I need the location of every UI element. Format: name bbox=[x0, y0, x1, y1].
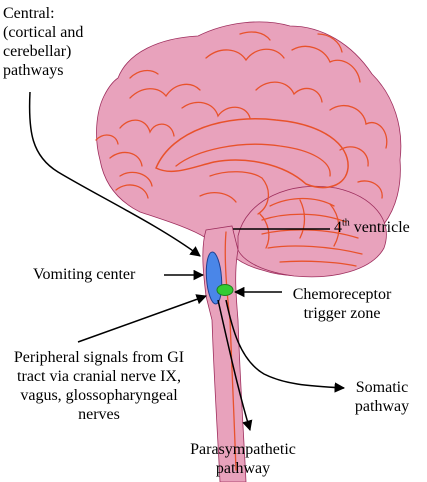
peripheral-line-1: Peripheral signals from GI bbox=[13, 349, 185, 366]
somatic-pathway-arrow bbox=[225, 299, 346, 393]
somatic-line-1: Somatic bbox=[355, 379, 409, 396]
peripheral-line-3: vagus, glossopharyngeal bbox=[20, 387, 178, 404]
peripheral-signals-arrow bbox=[77, 294, 207, 343]
gyri-lines bbox=[95, 31, 388, 471]
ctz-line-2: trigger zone bbox=[303, 305, 381, 322]
ctz-label: Chemoreceptor trigger zone bbox=[286, 285, 398, 323]
central-pathway-arrow bbox=[28, 91, 201, 257]
central-line-1: Central: bbox=[3, 5, 55, 22]
central-line-3: cerebellar) bbox=[3, 43, 72, 60]
fourth-ventricle-superscript: th bbox=[342, 217, 350, 229]
brain-illustration bbox=[95, 21, 402, 482]
parasympathetic-line-1: Parasympathetic bbox=[190, 441, 296, 458]
fourth-ventricle-label: 4th ventricle bbox=[334, 218, 410, 237]
central-line-2: (cortical and bbox=[3, 24, 84, 41]
peripheral-line-4: nerves bbox=[78, 406, 120, 423]
peripheral-signals-label: Peripheral signals from GI tract via cra… bbox=[2, 348, 196, 424]
parasympathetic-pathway-label: Parasympathetic pathway bbox=[178, 440, 308, 478]
arrows bbox=[28, 91, 346, 432]
fourth-ventricle-number: 4 bbox=[334, 219, 342, 236]
parasympathetic-line-2: pathway bbox=[215, 460, 271, 477]
central-line-4: pathways bbox=[3, 62, 64, 79]
ctz-line-1: Chemoreceptor bbox=[292, 286, 392, 303]
ctz-shape bbox=[216, 284, 234, 296]
somatic-line-2: pathway bbox=[354, 398, 410, 415]
vomiting-center-label: Vomiting center bbox=[33, 266, 136, 283]
cerebellum bbox=[237, 185, 387, 278]
parasympathetic-pathway-arrow bbox=[217, 299, 253, 432]
somatic-pathway-label: Somatic pathway bbox=[342, 378, 422, 416]
fourth-ventricle-text: ventricle bbox=[349, 219, 410, 236]
peripheral-line-2: tract via cranial nerve IX, bbox=[17, 368, 181, 385]
central-pathways-label: Central: (cortical and cerebellar) pathw… bbox=[3, 4, 83, 80]
